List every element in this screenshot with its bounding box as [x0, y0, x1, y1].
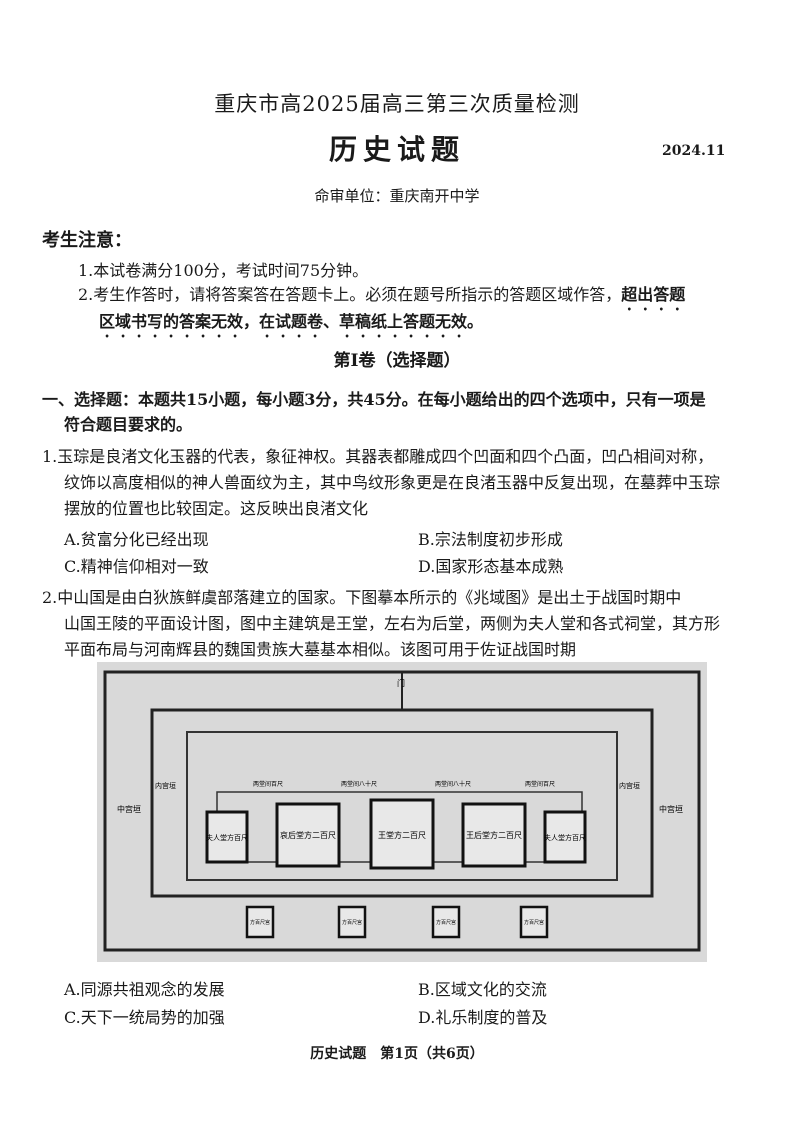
label-spacing-1: 两堂间百尺 [253, 780, 283, 788]
q2-option-b[interactable]: B.区域文化的交流 [418, 980, 547, 999]
notice-item-2-emph1: 超出答题 [621, 285, 686, 304]
small-palace-4-label: 方百尺宫 [524, 919, 544, 926]
section-instruction-1: 一、选择题：本题共15小题，每小题3分，共45分。在每小题给出的四个选项中，只有… [42, 390, 706, 409]
setter-unit: 命审单位：重庆南开中学 [314, 187, 480, 205]
notice-item-2-emph2: 区域书写的答案无效，在试题卷、草稿纸上答题无效。 [99, 312, 484, 331]
hall-5 [543, 810, 587, 864]
notice-item-2-line2: 区域书写的答案无效，在试题卷、草稿纸上答题无效。 [99, 308, 483, 341]
zhaoyu-map-figure: 夫人堂方百尺 哀后堂方二百尺 王堂方二百尺 王后堂方二百尺 夫人堂方百尺 中宫垣… [97, 662, 707, 962]
label-spacing-3: 两堂间八十尺 [341, 780, 377, 788]
zhaoyu-map-svg: 夫人堂方百尺 哀后堂方二百尺 王堂方二百尺 王后堂方二百尺 夫人堂方百尺 中宫垣… [97, 662, 707, 962]
small-palace-1 [245, 905, 275, 939]
q1-option-a[interactable]: A.贫富分化已经出现 [64, 530, 209, 549]
small-palace-2 [337, 905, 367, 939]
q2-option-c[interactable]: C.天下一统局势的加强 [64, 1008, 225, 1027]
label-neigongyuan-right: 内宫垣 [619, 781, 640, 790]
small-palace-3 [431, 905, 461, 939]
inner-wall [186, 731, 618, 881]
q1-stem-line2: 纹饰以高度相似的神人兽面纹为主，其中鸟纹形象更是在良渚玉器中反复出现，在墓葬中玉… [64, 473, 721, 492]
hall-3-label: 王堂方二百尺 [378, 830, 426, 840]
section-instruction-2: 符合题目要求的。 [64, 415, 193, 434]
label-spacing-4: 两堂间八十尺 [435, 780, 471, 788]
exam-date: 2024.11 [662, 143, 726, 159]
notice-item-1: 1.本试卷满分100分，考试时间75分钟。 [78, 261, 369, 280]
notice-item-2-line1: 2.考生作答时，请将答案答在答题卡上。必须在题号所指示的答题区域作答，超出答题 [78, 281, 685, 314]
q1-option-c[interactable]: C.精神信仰相对一致 [64, 557, 209, 576]
small-palace-1-label: 方百尺宫 [250, 919, 270, 926]
label-neigongyuan-left: 内宫垣 [155, 781, 176, 790]
hall-5-label: 夫人堂方百尺 [544, 833, 586, 842]
label-zhonggongyuan-right: 中宫垣 [659, 804, 683, 814]
small-palace-2-label: 方百尺宫 [342, 919, 362, 926]
notice-item-2-text: 2.考生作答时，请将答案答在答题卡上。必须在题号所指示的答题区域作答， [78, 285, 622, 304]
q2-stem-line1: 2.中山国是由白狄族鲜虞部落建立的国家。下图摹本所示的《兆域图》是出土于战国时期… [42, 588, 682, 607]
label-zhonggongyuan-left: 中宫垣 [117, 804, 141, 814]
label-gate: 门 [397, 678, 405, 688]
hall-1-label: 夫人堂方百尺 [206, 833, 248, 842]
hall-2-label: 哀后堂方二百尺 [280, 830, 336, 840]
q1-stem-line1: 1.玉琮是良渚文化玉器的代表，象征神权。其器表都雕成四个凹面和四个凸面，凹凸相间… [42, 447, 714, 466]
hall-4-label: 王后堂方二百尺 [466, 830, 522, 840]
notice-heading: 考生注意： [42, 230, 132, 251]
hall-4 [461, 802, 527, 868]
label-spacing-2: 两堂间百尺 [525, 780, 555, 788]
q1-stem-line3: 摆放的位置也比较固定。这反映出良渚文化 [64, 499, 369, 518]
exam-title: 重庆市高2025届高三第三次质量检测 [214, 92, 580, 116]
q2-option-a[interactable]: A.同源共祖观念的发展 [64, 980, 225, 999]
hall-3 [369, 798, 435, 870]
q2-option-d[interactable]: D.礼乐制度的普及 [418, 1008, 548, 1027]
page-footer: 历史试题 第1页（共6页） [310, 1046, 484, 1062]
q2-stem-line3: 平面布局与河南辉县的魏国贵族大墓基本相似。该图可用于佐证战国时期 [64, 640, 577, 659]
section-title: 第Ⅰ卷（选择题） [333, 351, 461, 371]
q1-option-d[interactable]: D.国家形态基本成熟 [418, 557, 564, 576]
hall-2 [275, 802, 341, 868]
q1-option-b[interactable]: B.宗法制度初步形成 [418, 530, 563, 549]
hall-1 [205, 810, 249, 864]
small-palace-3-label: 方百尺宫 [436, 919, 456, 926]
subject-title: 历史试题 [328, 133, 465, 166]
q2-stem-line2: 山国王陵的平面设计图，图中主建筑是王堂，左右为后堂，两侧为夫人堂和各式祠堂，其方… [64, 614, 721, 633]
small-palace-4 [519, 905, 549, 939]
